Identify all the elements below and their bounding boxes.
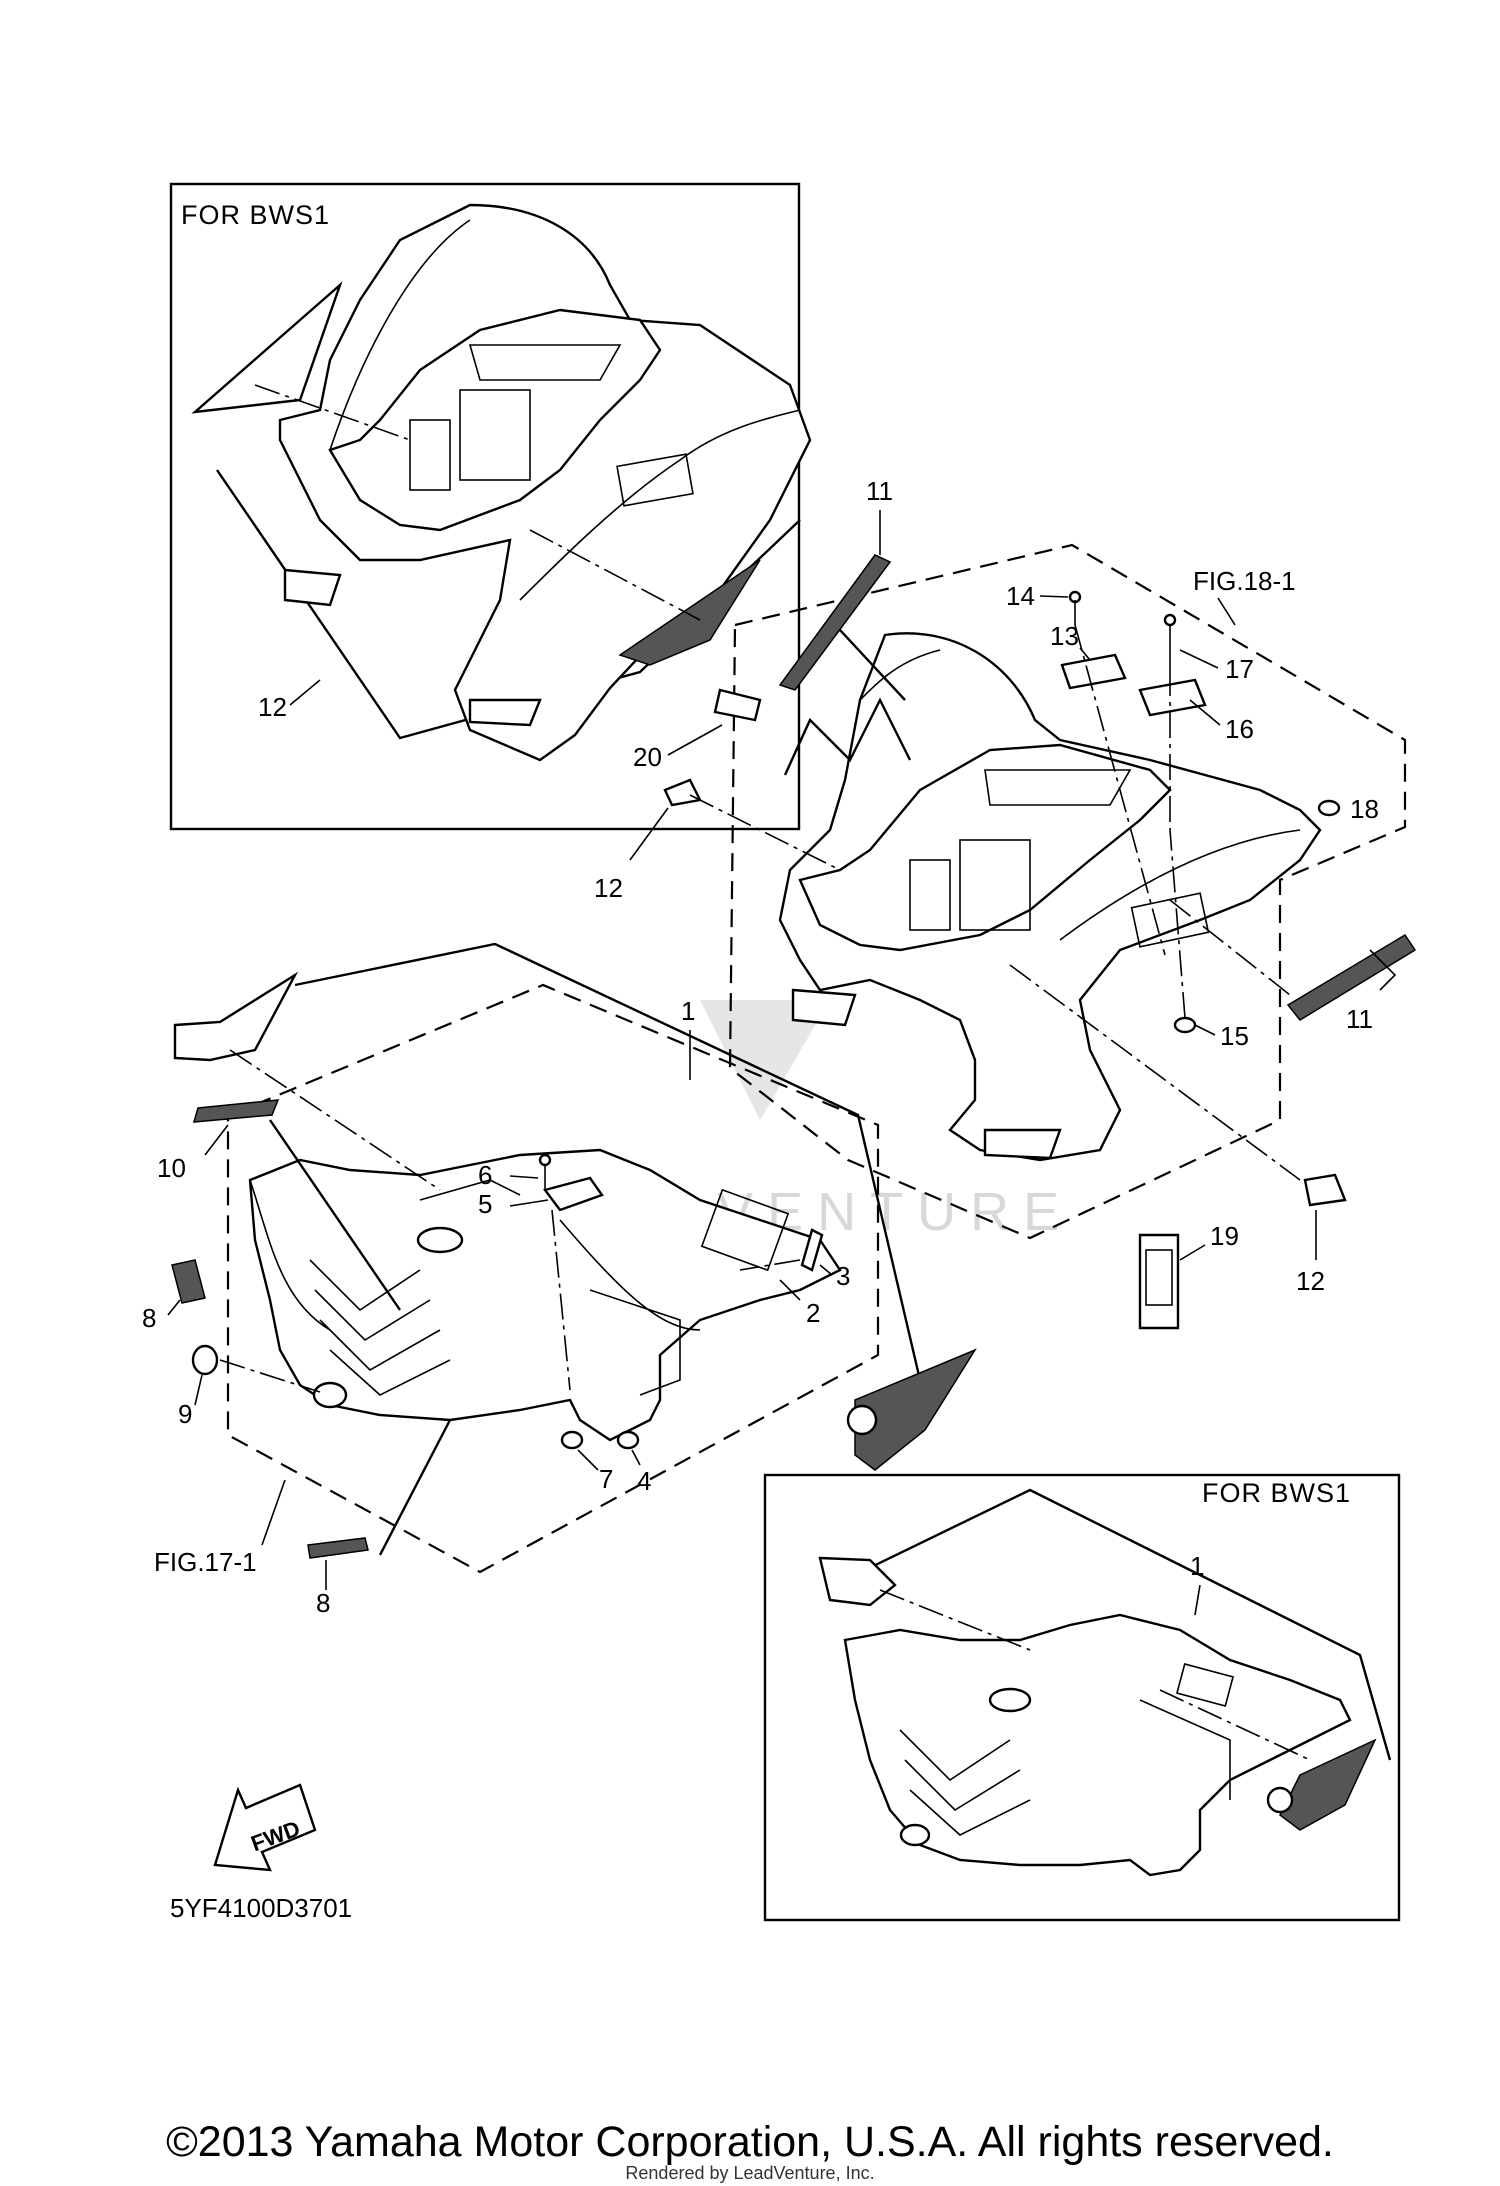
callout-1-main: 1 [681, 996, 695, 1026]
callout-16: 16 [1225, 714, 1254, 744]
callout-15: 15 [1220, 1021, 1249, 1051]
box-bws1-front: FOR BWS1 1 [763, 1473, 1401, 1922]
callout-17: 17 [1225, 654, 1254, 684]
fig17-label: FIG.17-1 [154, 1547, 257, 1577]
callout-20: 20 [633, 742, 662, 772]
callout-12-mid: 12 [594, 873, 623, 903]
callout-12-right: 12 [1296, 1266, 1325, 1296]
callout-13: 13 [1050, 621, 1079, 651]
diagram-code: 5YF4100D3701 [170, 1893, 352, 1923]
callout-19: 19 [1210, 1221, 1239, 1251]
front-fender-assembly: FIG.17-1 1 10 8 9 8 [142, 942, 977, 1618]
callout-2: 2 [806, 1298, 820, 1328]
fwd-arrow-icon: FWD [213, 1783, 317, 1872]
callout-9: 9 [178, 1399, 192, 1429]
rear-fender-assembly: FIG.18-1 11 11 20 12 12 [594, 476, 1417, 1296]
callout-11-right: 11 [1346, 1004, 1373, 1034]
callout-1-box: 1 [1190, 1551, 1204, 1581]
box-bws1-rear-label: FOR BWS1 [181, 200, 330, 230]
copyright-notice: ©2013 Yamaha Motor Corporation, U.S.A. A… [166, 2118, 1334, 2166]
callout-4: 4 [637, 1466, 651, 1496]
callout-8-bottom: 8 [316, 1588, 330, 1618]
callout-6: 6 [478, 1160, 492, 1190]
box-bws1-front-label: FOR BWS1 [1202, 1478, 1351, 1508]
callout-5: 5 [478, 1189, 492, 1219]
box-bws1-rear: FOR BWS1 12 [169, 182, 812, 831]
fig18-label: FIG.18-1 [1193, 566, 1296, 596]
callout-8-left: 8 [142, 1303, 156, 1333]
callout-11-top: 11 [866, 476, 893, 506]
callout-3: 3 [836, 1261, 850, 1291]
callout-12-top: 12 [258, 692, 287, 722]
rendered-by-notice: Rendered by LeadVenture, Inc. [625, 2163, 875, 2183]
callout-10: 10 [157, 1153, 186, 1183]
callout-18: 18 [1350, 794, 1379, 824]
callout-7: 7 [599, 1464, 613, 1494]
callout-14: 14 [1006, 581, 1035, 611]
part-19-tag: 19 [1138, 1221, 1239, 1330]
